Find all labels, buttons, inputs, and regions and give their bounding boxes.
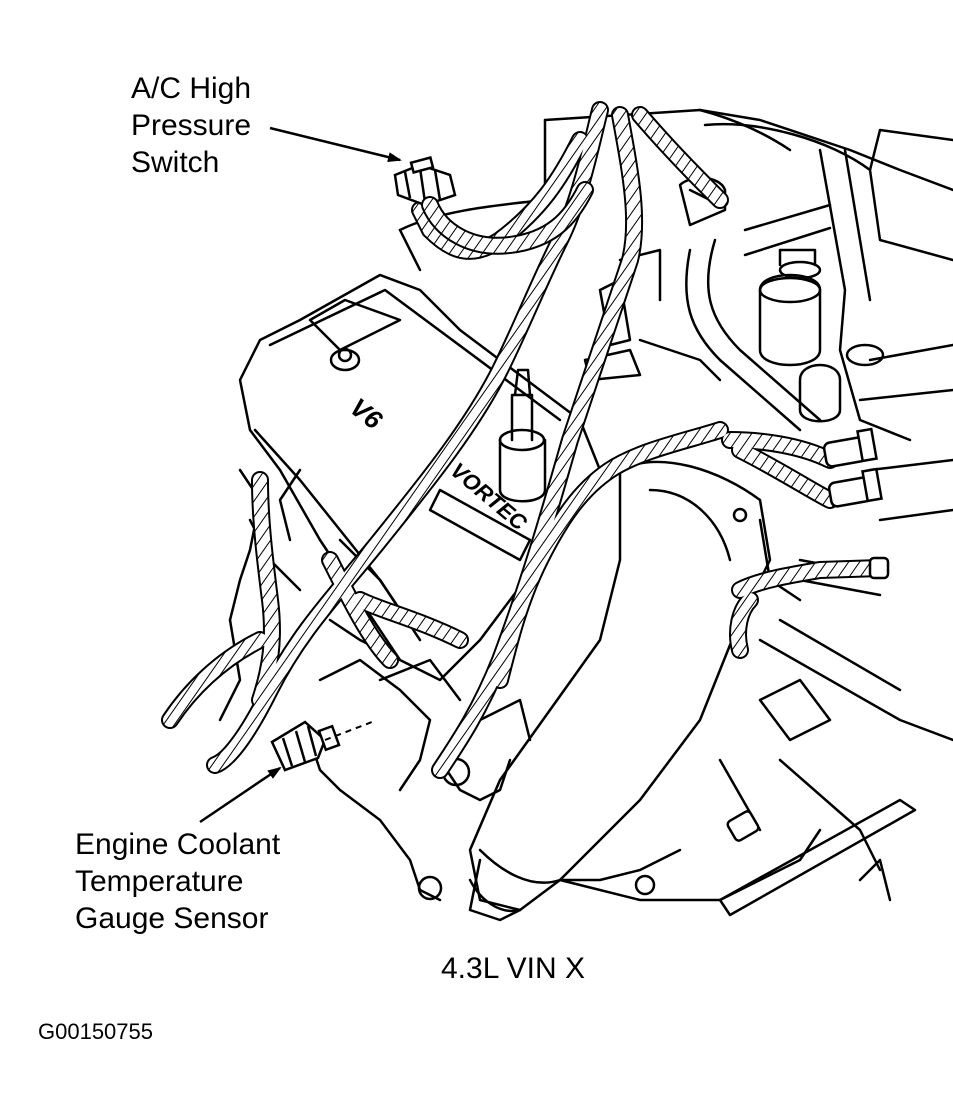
ac-switch-arrow [269, 126, 402, 162]
ect-label-line-2: Temperature [75, 865, 244, 898]
lower-block [558, 507, 953, 917]
intake-tube [468, 460, 772, 922]
figure-id: G00150755 [38, 1019, 153, 1044]
engine-designation: 4.3L VIN X [441, 952, 585, 985]
wiring-harness [161, 101, 889, 779]
coolant-sensor-leader [324, 721, 373, 741]
ac-high-pressure-switch [393, 156, 457, 207]
ect-label-line-3: Gauge Sensor [75, 902, 269, 935]
valve-cover-brand: VORTEC [446, 457, 533, 536]
coolant-temp-gauge-sensor [270, 720, 341, 772]
ac-label-line-1: A/C High [131, 72, 252, 105]
valve-cover-badge: V6 [344, 392, 388, 436]
harness-connectors [726, 427, 890, 842]
upper-manifold [543, 108, 953, 522]
ac-high-pressure-switch-label: A/C High Pressure Switch [131, 70, 251, 181]
coolant-sensor-arrow [199, 766, 282, 824]
coolant-sensor-label: Engine Coolant Temperature Gauge Sensor [75, 826, 280, 937]
left-manifold [218, 468, 532, 902]
ect-label-line-1: Engine Coolant [75, 828, 281, 861]
throttle-hose [685, 203, 885, 432]
ac-label-line-2: Pressure [131, 109, 252, 142]
ac-label-line-3: Switch [131, 146, 220, 179]
